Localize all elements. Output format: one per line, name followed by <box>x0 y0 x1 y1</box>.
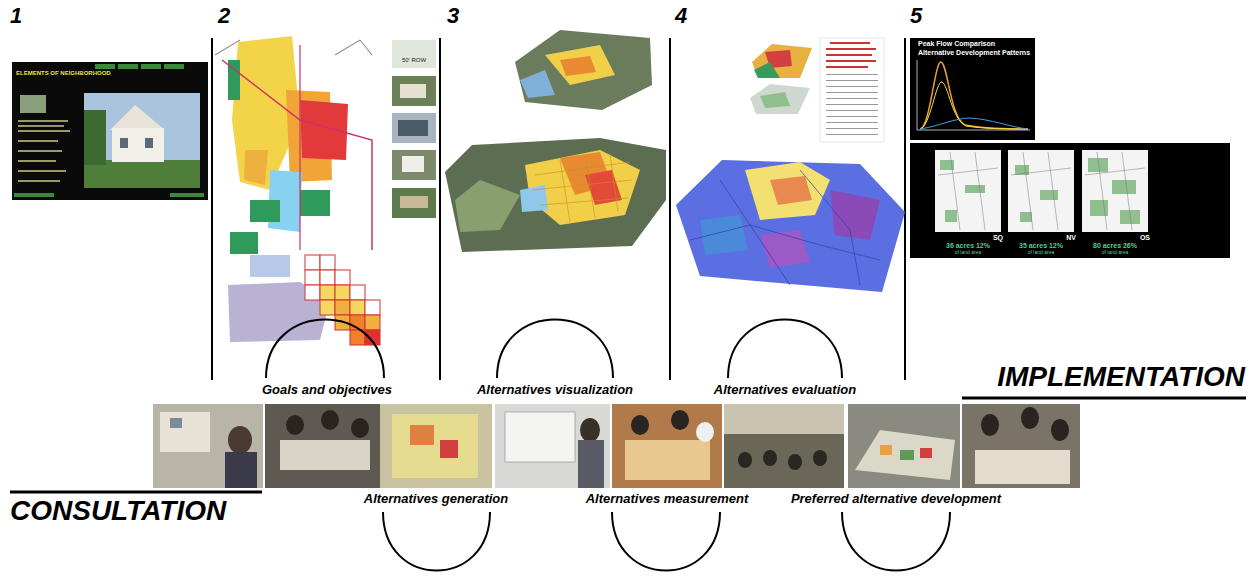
callout-number: 1 <box>10 4 22 28</box>
stage-label: Alternatives visualization <box>477 383 633 397</box>
stage-label: Alternatives evaluation <box>714 383 856 397</box>
map-statistic: 35 acres 12% <box>1019 242 1063 250</box>
phase-title: IMPLEMENTATION <box>997 362 1245 393</box>
map-tag: NV <box>1066 234 1076 242</box>
map-tag: SQ <box>993 234 1003 242</box>
map-statistic: of land area <box>955 250 981 256</box>
photo-caption: 50' ROW <box>402 57 426 64</box>
map-statistic: 80 acres 26% <box>1093 242 1137 250</box>
callout-number: 5 <box>910 4 922 28</box>
map-statistic: of land area <box>1028 250 1054 256</box>
chart-title: Alternative Development Patterns <box>918 49 1030 57</box>
chart-title: Peak Flow Comparison <box>918 40 995 48</box>
stage-label: Alternatives measurement <box>586 492 749 506</box>
stage-label: Preferred alternative development <box>791 492 1001 506</box>
map-statistic: 36 acres 12% <box>946 242 990 250</box>
callout-number: 3 <box>447 4 459 28</box>
map-tag: OS <box>1140 234 1150 242</box>
stage-label: Goals and objectives <box>262 383 392 397</box>
screen-title: ELEMENTS OF NEIGHBORHOOD <box>16 70 111 77</box>
map-statistic: of land area <box>1102 250 1128 256</box>
callout-number: 2 <box>218 4 230 28</box>
stage-label: Alternatives generation <box>364 492 509 506</box>
phase-title: CONSULTATION <box>10 496 226 527</box>
callout-number: 4 <box>675 4 687 28</box>
